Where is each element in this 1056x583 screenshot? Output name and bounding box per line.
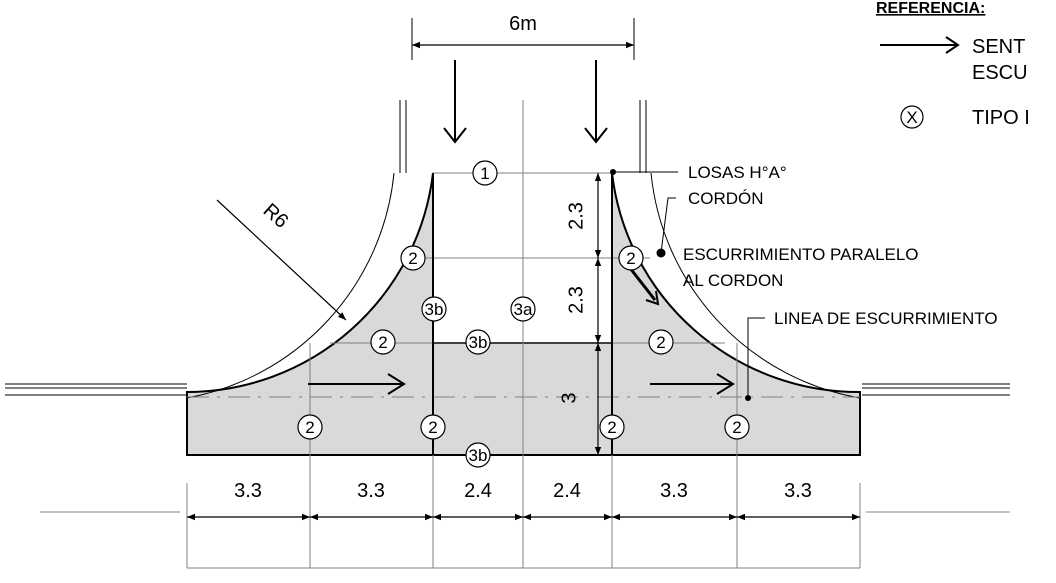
svg-text:2: 2 [428,418,437,437]
dim-horizontal-2: 3.3 [357,480,385,502]
street-lines [5,100,1010,396]
slab-marker-2: 2 [618,245,644,271]
slab-marker-3a: 3a [510,296,536,322]
slab-marker-2: 2 [400,245,426,271]
svg-text:3b: 3b [469,446,488,465]
top-dimension: 6m [411,13,635,60]
radius-label: R6 [259,199,293,232]
slab-marker-3b: 3b [465,329,491,355]
parallel-flow-arrow [628,267,657,301]
slab-marker-2: 2 [648,329,674,355]
dim-vertical-3: 3 [558,392,580,403]
callout-slabs: LOSAS H°A° [688,163,787,182]
callout-parallel-flow-2: AL CORDON [683,271,783,290]
legend-symbol: X [906,108,917,127]
svg-text:2: 2 [626,249,635,268]
top-dimension-label: 6m [509,13,537,35]
callout-parallel-flow-1: ESCURRIMIENTO PARALELO [683,245,919,264]
svg-text:2: 2 [656,333,665,352]
curb-arcs [186,172,861,399]
joint-lines [40,100,1010,568]
callout-curb: CORDÓN [688,189,764,208]
svg-text:2: 2 [408,249,417,268]
legend-arrow-text-2: ESCU [972,62,1028,84]
dim-vertical-2: 2.3 [565,286,587,314]
flow-arrows-down [443,60,608,144]
legend-arrow-text-1: SENT [972,36,1025,58]
dim-vertical-1: 2.3 [565,202,587,230]
slab-marker-3b: 3b [465,442,491,468]
slab-marker-2: 2 [370,329,396,355]
legend-title: REFERENCIA: [876,0,985,17]
slab-marker-2: 2 [420,414,446,440]
slab-markers: 1 2 2 3b 3a 2 3b 2 [297,160,750,468]
slab-marker-2: 2 [599,414,625,440]
dim-horizontal-3: 2.4 [464,480,492,502]
callout-leaders [613,171,765,398]
legend-symbol-text: TIPO I [972,107,1030,129]
svg-text:2: 2 [305,418,314,437]
dim-horizontal-5: 3.3 [660,480,688,502]
callout-dots [610,169,751,401]
svg-text:2: 2 [732,418,741,437]
radius-arrow: R6 [216,199,347,321]
dim-horizontal-1: 3.3 [234,480,262,502]
svg-text:2: 2 [607,418,616,437]
svg-text:2: 2 [378,333,387,352]
slab-marker-1: 1 [472,160,498,186]
slab-marker-2: 2 [297,414,323,440]
slab-marker-2: 2 [724,414,750,440]
callout-flow-line: LINEA DE ESCURRIMIENTO [774,309,998,328]
svg-text:3b: 3b [425,300,444,319]
svg-text:1: 1 [480,164,489,183]
dim-horizontal-4: 2.4 [553,480,581,502]
dim-horizontal-6: 3.3 [784,480,812,502]
slab-marker-3b: 3b [421,296,447,322]
flow-arrows-right [308,373,735,395]
svg-text:3a: 3a [514,300,533,319]
legend: REFERENCIA: SENT ESCU X TIPO I [876,0,1030,129]
svg-text:3b: 3b [469,333,488,352]
